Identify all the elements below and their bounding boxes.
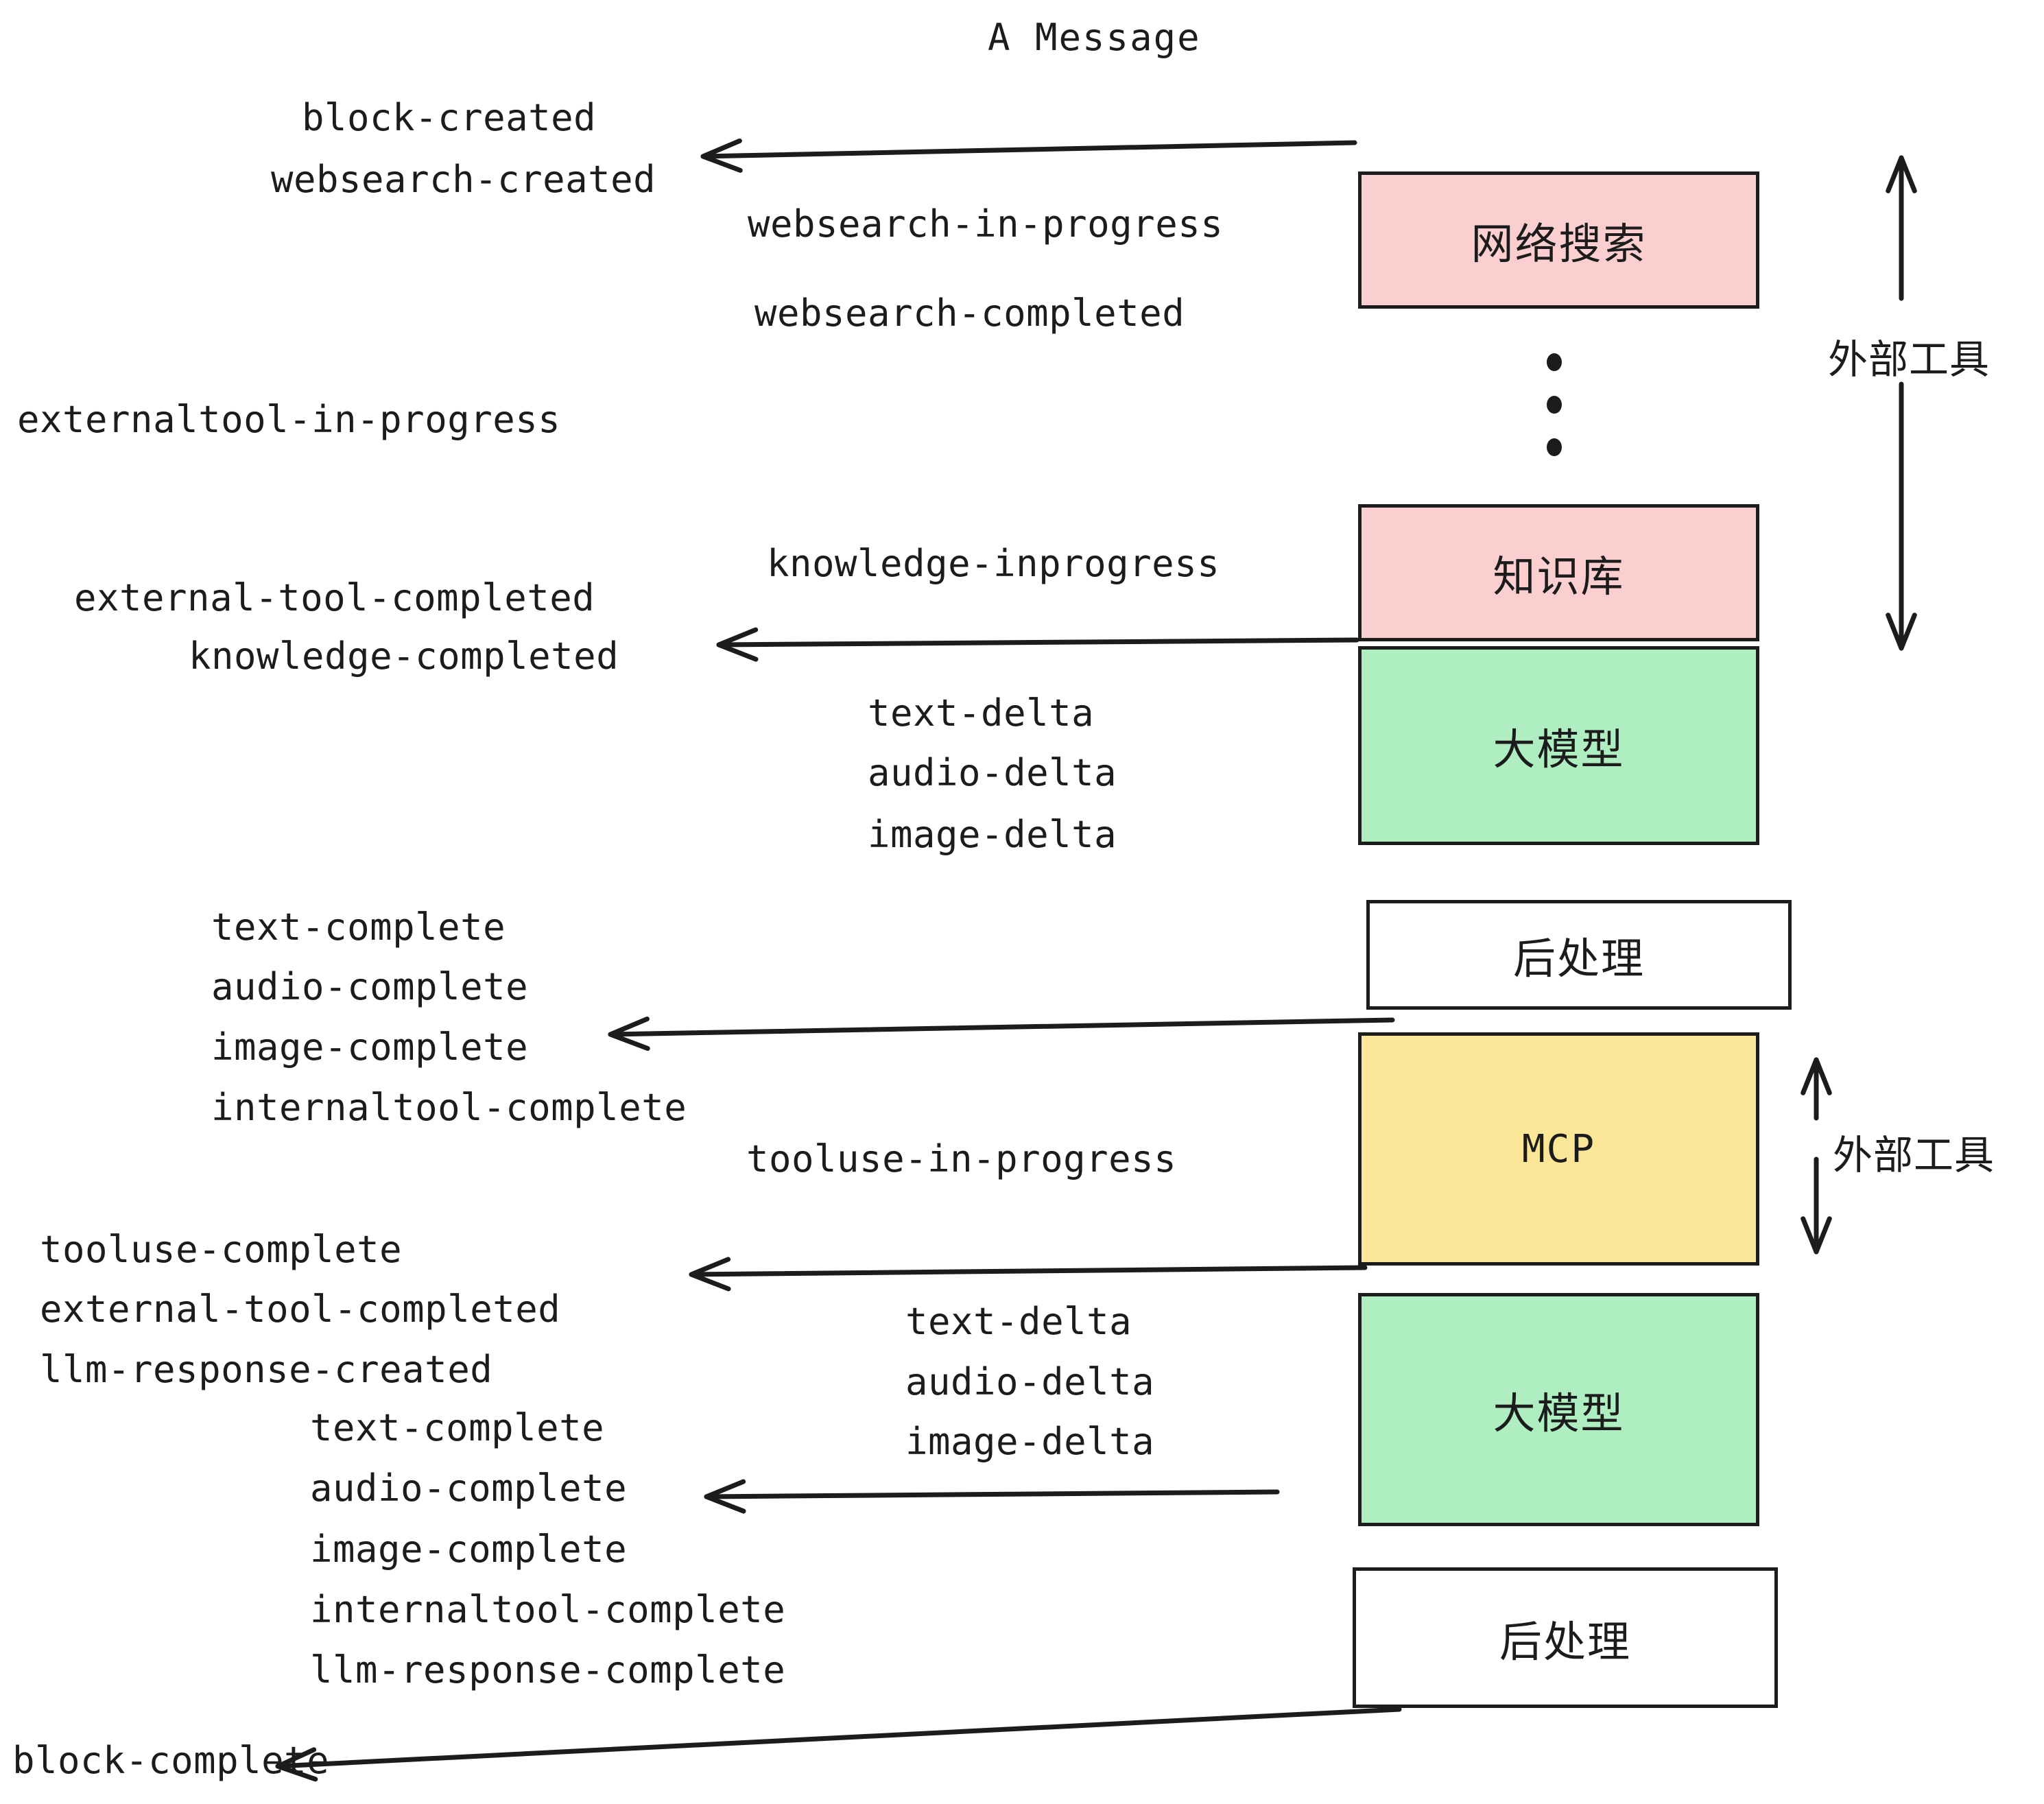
event-label-externaltool-in-progress: externaltool-in-progress (17, 398, 561, 441)
event-label-block-complete: block-complete (12, 1739, 330, 1782)
arrow-tooluse-complete (689, 1257, 1368, 1292)
external-tool-top-up (1886, 155, 1917, 301)
event-label-audio-delta-1: audio-delta (868, 751, 1117, 794)
event-label-audio-delta-2: audio-delta (905, 1360, 1155, 1403)
event-label-audio-complete-1: audio-complete (211, 965, 529, 1008)
event-label-internaltool-complete-2: internaltool-complete (310, 1588, 786, 1631)
event-label-image-delta-1: image-delta (868, 813, 1117, 856)
side-label-external-tool-bottom: 外部工具 (1833, 1132, 1995, 1178)
external-tool-bottom-up (1801, 1057, 1832, 1121)
event-label-external-tool-completed-2: external-tool-completed (40, 1287, 561, 1331)
external-tool-top-down (1886, 381, 1917, 651)
event-label-text-delta-1: text-delta (868, 691, 1095, 735)
event-label-text-delta-2: text-delta (905, 1300, 1132, 1343)
arrow-block-complete (275, 1707, 1402, 1782)
node-websearch: 网络搜索 (1358, 171, 1759, 309)
node-llm-bottom: 大模型 (1358, 1293, 1759, 1526)
event-label-knowledge-inprogress: knowledge-inprogress (767, 542, 1220, 585)
event-label-internaltool-complete-1: internaltool-complete (211, 1086, 687, 1129)
event-label-image-complete-1: image-complete (211, 1025, 529, 1069)
ellipsis-dot (1547, 438, 1562, 456)
node-mcp: MCP (1358, 1032, 1759, 1266)
event-label-text-complete-2: text-complete (310, 1406, 605, 1449)
node-label: 知识库 (1493, 551, 1625, 602)
arrow-audio-complete (704, 1479, 1280, 1514)
node-post-bottom: 后处理 (1353, 1567, 1778, 1708)
event-label-llm-response-created: llm-response-created (40, 1348, 493, 1391)
vertical-ellipsis-icon (1547, 353, 1562, 456)
event-label-tooluse-in-progress: tooluse-in-progress (746, 1137, 1177, 1180)
node-llm-top: 大模型 (1358, 646, 1759, 845)
event-label-knowledge-completed: knowledge-completed (189, 634, 619, 678)
event-label-tooluse-complete: tooluse-complete (40, 1228, 403, 1271)
ellipsis-dot (1547, 353, 1562, 371)
page-title: A Message (988, 16, 1201, 59)
event-label-audio-complete-2: audio-complete (310, 1467, 628, 1510)
node-knowledge: 知识库 (1358, 504, 1759, 641)
arrow-image-complete (608, 1017, 1395, 1052)
node-label: 大模型 (1493, 1388, 1625, 1438)
external-tool-bottom-down (1801, 1156, 1832, 1255)
ellipsis-dot (1547, 396, 1562, 414)
node-label: MCP (1521, 1126, 1596, 1172)
node-label: 大模型 (1493, 724, 1625, 774)
arrow-block-created (700, 138, 1357, 173)
arrow-knowledge-done (716, 627, 1359, 662)
event-label-websearch-in-progress: websearch-in-progress (748, 202, 1224, 246)
node-post-top: 后处理 (1366, 900, 1792, 1010)
event-label-websearch-completed: websearch-completed (754, 292, 1185, 335)
event-label-block-created: block-created (302, 96, 597, 139)
event-label-llm-response-complete: llm-response-complete (310, 1648, 786, 1692)
node-label: 后处理 (1512, 934, 1645, 984)
node-label: 后处理 (1499, 1616, 1631, 1667)
event-label-text-complete-1: text-complete (211, 905, 506, 949)
event-label-websearch-created: websearch-created (271, 158, 656, 201)
event-label-external-tool-completed-1: external-tool-completed (74, 576, 595, 619)
event-label-image-delta-2: image-delta (905, 1420, 1155, 1463)
event-label-image-complete-2: image-complete (310, 1528, 628, 1571)
node-label: 网络搜索 (1471, 219, 1647, 269)
side-label-external-tool-top: 外部工具 (1828, 336, 1990, 383)
